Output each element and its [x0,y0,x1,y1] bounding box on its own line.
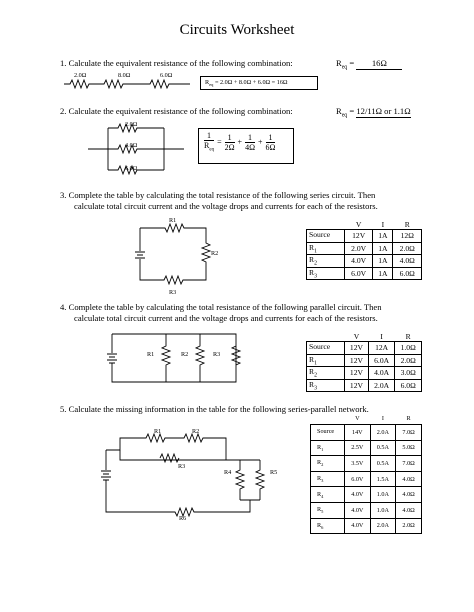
q1-circuit [64,78,190,90]
q4-r1-label: R1 [147,351,155,358]
q2-circuit [88,122,184,176]
q3-r1-label: R1 [169,217,177,224]
q3-r2-label: R2 [211,250,219,257]
q5-r5-label: R5 [270,469,278,476]
page-title: Circuits Worksheet [179,22,295,38]
q5-r4-label: R4 [224,469,232,476]
q5-r6-label: R6 [179,515,187,522]
answer-value: 16Ω [356,58,403,70]
q1-resistor-label: 8.0Ω [118,72,131,79]
question-4-line2: calculate total circuit current and the … [74,313,378,323]
question-3-line1: 3. Complete the table by calculating the… [60,190,376,200]
q5-r1-label: R1 [154,428,162,435]
q5-r2-label: R2 [192,428,200,435]
question-4-line1: 4. Complete the table by calculating the… [60,302,382,312]
q1-solution-box: Req = 2.0Ω + 8.0Ω + 6.0Ω = 16Ω [200,76,318,90]
q4-r2-label: R2 [181,351,189,358]
q4-r3-label: R3 [213,351,221,358]
q5-r3-label: R3 [178,463,186,470]
q4-circuit [107,333,242,383]
question-1-answer: Req = 16Ω [336,58,403,74]
q1-resistor-label: 2.0Ω [74,72,87,79]
question-5-text: 5. Calculate the missing information in … [60,404,369,414]
answer-value: 12/11Ω or 1.1Ω [356,106,411,118]
question-2-answer: Req = 12/11Ω or 1.1Ω [336,106,411,119]
question-1-text: 1. Calculate the equivalent resistance o… [60,58,293,68]
q3-r3-label: R3 [169,289,177,296]
q2-resistor-label: 2.0Ω [125,121,138,128]
q5-circuit [101,432,266,518]
question-2-text: 2. Calculate the equivalent resistance o… [60,106,293,116]
q2-resistor-label: 4.0Ω [125,142,138,149]
q3-circuit [135,222,212,286]
q1-resistor-label: 6.0Ω [160,72,173,79]
question-3-line2: calculate total circuit current and the … [74,201,378,211]
